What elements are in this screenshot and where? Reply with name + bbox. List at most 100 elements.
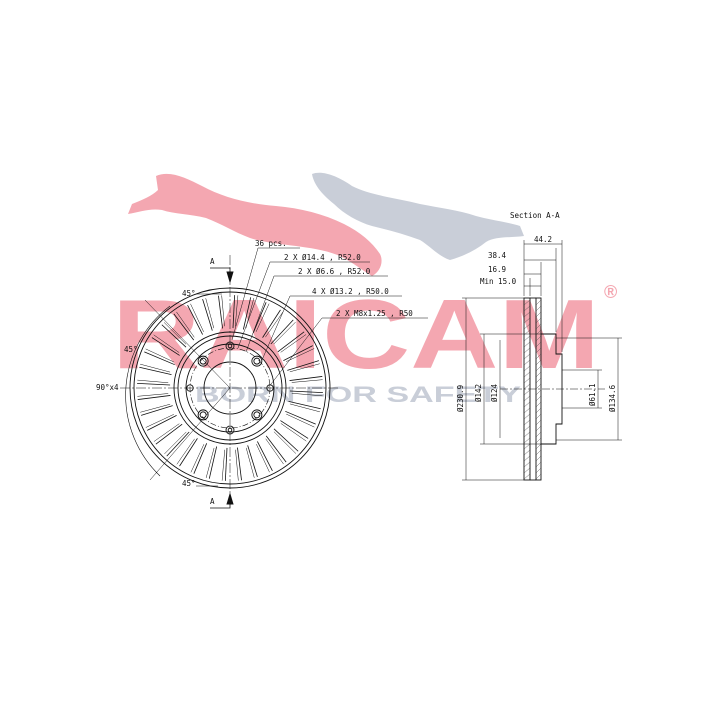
section-label-top: A [210,257,215,266]
vent-line [187,305,203,335]
hatch-line [523,359,531,366]
vent-line [166,431,190,457]
hatch-line [523,353,531,360]
hatch-line [535,389,542,396]
hat-profile-lower [541,406,563,445]
vent-line [151,337,180,356]
vent-line [144,351,175,366]
vent-line [137,382,171,386]
dia-label-2309: Ø230.9 [456,385,465,412]
hatch-line [535,449,542,456]
hatch-line [523,335,531,342]
hatch-line [535,431,542,438]
hatch-line [535,395,542,402]
vent-line [283,345,313,361]
lug-hole [197,355,209,367]
dim-label-169: 16.9 [488,265,506,274]
vent-line [287,360,319,371]
vent-line [218,295,223,329]
section-arrow-top [226,271,234,284]
vent-line [255,303,270,332]
thread-callout: 2 X M8x1.25 , R50 [336,309,413,318]
vent-line [221,449,225,481]
hatch-line [523,365,531,372]
lug-hole-inner [253,357,261,365]
vent-line [286,413,315,428]
dia-label-1346: Ø134.6 [608,384,617,412]
vent-line [262,309,281,338]
vent-line [291,379,323,383]
hatch-line [523,443,531,450]
angle-label-side: 90°x4 [96,383,119,392]
vent-line [208,446,218,479]
cooling-vents [137,295,323,481]
lug-hole [251,409,263,421]
hatch-line [523,323,531,330]
hatch-line [523,407,531,414]
vent-line [277,331,305,353]
vent-line [273,428,299,452]
hatch-line [535,401,542,408]
lug-hole [197,409,209,421]
dim-label-min: Min 15.0 [480,277,517,286]
hatch-line [535,311,542,318]
hatch-line [523,425,531,432]
hatch-line [523,299,531,306]
vent-line [237,447,242,481]
dim-label-442: 44.2 [534,235,552,244]
vent-line [245,447,255,478]
vent-line [147,415,177,431]
hatch-line [535,383,542,390]
vent-line [155,423,183,445]
section-label-bottom: A [210,497,215,506]
vent-line [265,435,287,463]
vent-line [280,423,307,442]
vent-count-callout: 36 pcs. [255,239,287,248]
hatch-line [523,401,531,408]
hatch-line [535,359,542,366]
hatch-line [535,425,542,432]
brand-tagline: BORN FOR SAFETY [195,382,521,407]
vent-line [280,334,307,353]
hatch-line [535,413,542,420]
hatch-line [535,347,542,354]
hatch-line [535,305,542,312]
vent-line [224,447,228,481]
vent-line [270,319,294,345]
callout-leader-4 [261,295,402,361]
hatch-line [535,467,542,474]
hatch-line [535,419,542,426]
lug-hole-inner [253,411,261,419]
section-arrow-bottom [226,492,234,505]
vent-line [164,431,187,455]
hatch-line [523,395,531,402]
hatch-line [523,413,531,420]
hole-callout-1: 2 X Ø14.4 , R52.0 [284,253,361,262]
hatch-line [523,467,531,474]
dim-label-384: 38.4 [488,251,507,260]
callout-leader-1 [231,247,300,341]
vent-line [140,403,171,413]
vent-line [235,449,239,481]
lug-hole-inner [199,357,207,365]
angle-arc-left [125,305,171,477]
hatch-line [523,383,531,390]
vent-line [153,334,180,353]
hatch-line [535,323,542,330]
hatch-line [535,473,542,480]
hatch-line [523,455,531,462]
hatch-line [535,341,542,348]
callout-leader-3 [245,275,388,353]
vent-line [205,298,215,329]
hatch-line [535,443,542,450]
vent-line [291,393,323,397]
hatch-line [523,317,531,324]
vent-line [176,311,195,338]
vent-line [145,414,174,428]
vent-line [153,423,180,442]
front-view [120,247,428,509]
jaguar-back-icon [312,172,524,260]
hatch-line [523,461,531,468]
vent-line [137,393,169,397]
